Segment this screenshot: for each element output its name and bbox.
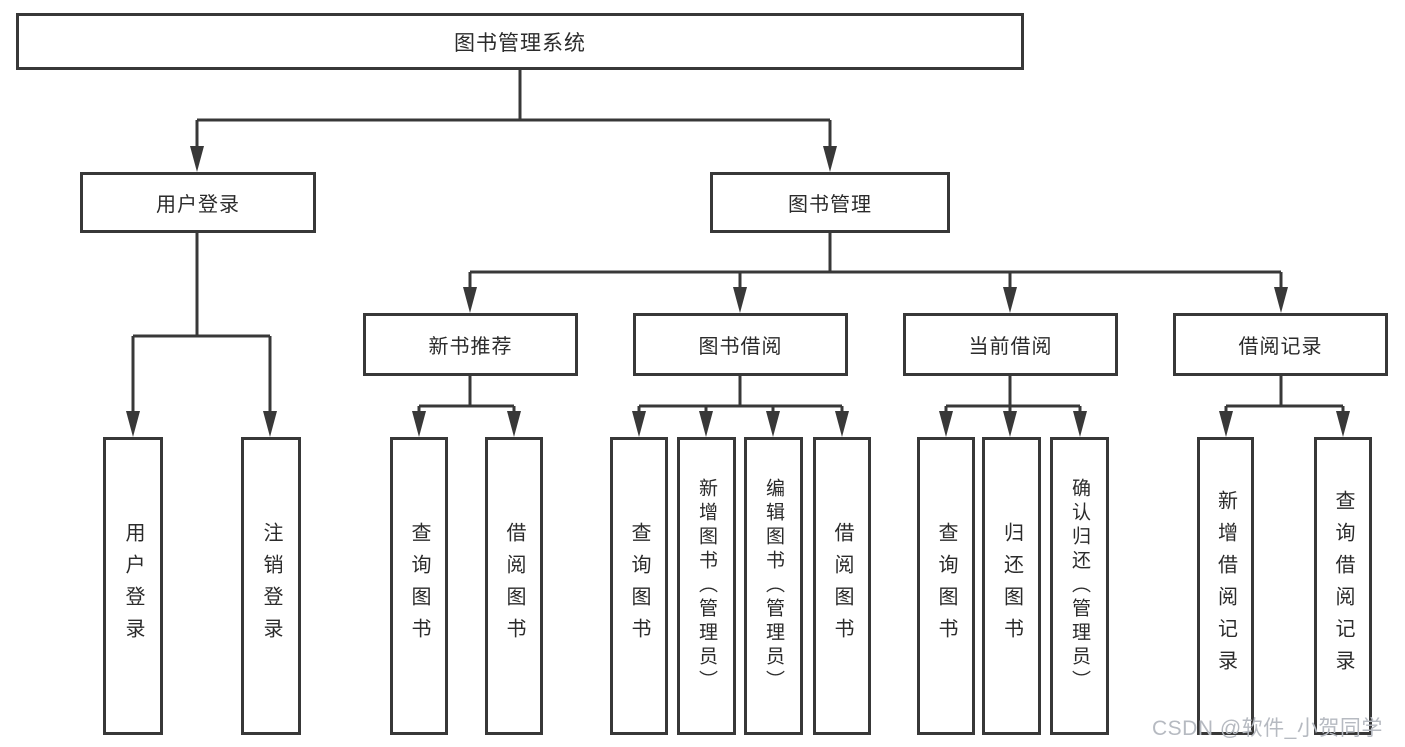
node-library-management-system: 图书管理系统	[16, 13, 1024, 70]
leaf-borrow-borrow-books: 借阅图书	[813, 437, 871, 735]
leaf-label: 新增图书（管理员）	[696, 478, 717, 694]
node-book-borrow: 图书借阅	[633, 313, 848, 376]
node-label: 图书管理系统	[454, 31, 586, 55]
node-book-management: 图书管理	[710, 172, 950, 233]
leaf-label: 用户登录	[122, 522, 144, 650]
leaf-label: 借阅图书	[503, 522, 525, 650]
node-label: 当前借阅	[968, 336, 1053, 358]
leaf-records-query-record: 查询借阅记录	[1314, 437, 1372, 735]
leaf-newbook-borrow-books: 借阅图书	[485, 437, 543, 735]
leaf-borrow-query-books: 查询图书	[610, 437, 668, 735]
leaf-label: 新增借阅记录	[1214, 490, 1237, 682]
leaf-user-login: 用户登录	[103, 437, 163, 735]
leaf-label: 编辑图书（管理员）	[763, 478, 784, 694]
node-label: 图书管理	[788, 194, 872, 216]
leaf-current-query-books: 查询图书	[917, 437, 975, 735]
leaf-label: 查询图书	[408, 522, 430, 650]
leaf-label: 注销登录	[260, 522, 282, 650]
leaf-label: 归还图书	[1000, 522, 1023, 650]
leaf-label: 查询图书	[935, 522, 957, 650]
leaf-current-return-books: 归还图书	[982, 437, 1041, 735]
leaf-borrow-add-books-admin: 新增图书（管理员）	[677, 437, 736, 735]
leaf-label: 查询借阅记录	[1332, 490, 1354, 682]
leaf-borrow-edit-books-admin: 编辑图书（管理员）	[744, 437, 803, 735]
leaf-current-confirm-return-admin: 确认归还（管理员）	[1050, 437, 1109, 735]
leaf-newbook-query-books: 查询图书	[390, 437, 448, 735]
node-borrow-records: 借阅记录	[1173, 313, 1388, 376]
node-label: 用户登录	[156, 194, 240, 216]
node-user-login: 用户登录	[80, 172, 316, 233]
node-label: 借阅记录	[1238, 336, 1323, 358]
node-current-borrow: 当前借阅	[903, 313, 1118, 376]
node-new-book-recommend: 新书推荐	[363, 313, 578, 376]
leaf-label: 确认归还（管理员）	[1069, 478, 1090, 694]
leaf-label: 借阅图书	[831, 522, 853, 650]
node-label: 新书推荐	[428, 336, 513, 358]
leaf-records-add-record: 新增借阅记录	[1197, 437, 1254, 735]
leaf-logout: 注销登录	[241, 437, 301, 735]
leaf-label: 查询图书	[628, 522, 650, 650]
watermark: CSDN @软件_小贺同学	[1152, 717, 1383, 740]
node-label: 图书借阅	[698, 336, 783, 358]
